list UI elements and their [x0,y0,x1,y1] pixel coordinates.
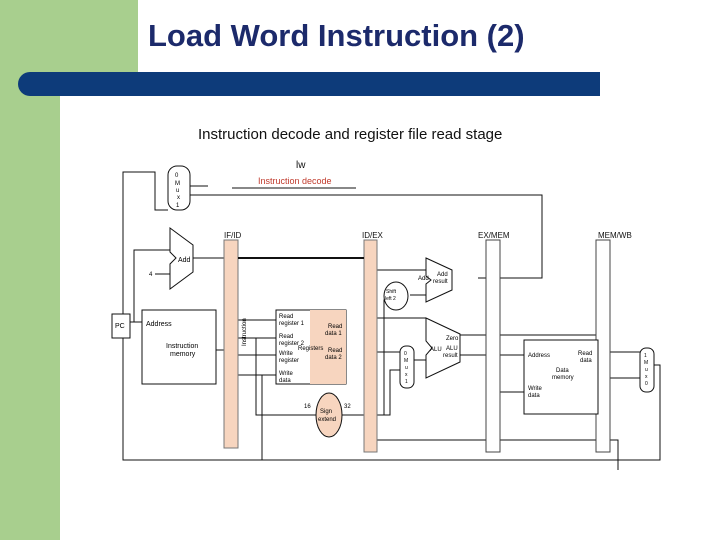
top-mux-m: M [175,181,180,187]
adder2-in-label: Add [418,276,429,282]
alu [425,317,461,379]
wire-imm-ex [377,369,400,416]
top-mux [167,165,191,211]
shift-l2: left 2 [385,296,396,302]
alu-result-l2: result [443,353,458,359]
adder2-out-l1: Add [437,272,448,278]
label-id-ex: ID/EX [362,231,384,240]
adder-pc-label: Add [178,257,191,264]
top-mux-in1: 1 [176,203,180,209]
pc-label: PC [115,323,125,330]
slide-subtitle: Instruction decode and register file rea… [198,126,503,143]
dmem-wd-l2: data [528,393,540,399]
dmem-read-l1: Read [578,351,592,357]
top-mux-in0: 0 [175,173,179,179]
instruction-memory [141,309,217,385]
rf-rr2-l2: register 2 [279,341,305,347]
pipeline-register-ex-mem [485,239,501,453]
dmem-wd-l1: Write [528,386,543,392]
dmem-name-l2: memory [552,375,574,381]
wire-branch-target [190,194,543,279]
shift-l1: Shift [386,289,397,295]
rf-wd-l1: Write [279,371,294,377]
imem-address-label: Address [146,321,172,328]
pc-register [111,313,131,339]
alu-mux-x: x [405,372,408,378]
pipeline-register-if-id [223,239,239,449]
alu-src-mux [399,345,415,389]
alu-mux-m: M [404,358,408,364]
rf-rd2-l2: data 2 [325,355,342,361]
imem-name-line2: memory [170,351,196,358]
imem-name-line1: Instruction [166,343,198,350]
rf-name: Registers [298,346,323,352]
alu-result-l1: ALU [446,346,458,352]
label-mem-wb: MEM/WB [598,231,632,240]
const-four-label: 4 [149,272,153,278]
wire-wb-data [261,374,276,460]
rf-rd1-l2: data 1 [325,331,342,337]
stage-lw-label: lw [296,160,306,171]
top-mux-u: u [176,188,179,194]
sign-extend-unit [315,392,343,438]
rf-rr1-l2: register 1 [279,321,305,327]
label-if-id: IF/ID [224,231,242,240]
wire-imm-in [255,338,316,416]
title-underline-bar [18,72,600,96]
rf-rr1-l1: Read [279,314,293,320]
sign-extend-l1: Sign [320,409,332,415]
wb-mux-u: u [645,367,648,373]
adder2-out-l2: result [433,279,448,285]
alu-mux-u: u [405,365,408,371]
instruction-label: Instruction [242,318,248,346]
wire-wb-reg [610,439,619,470]
pipeline-register-id-ex [363,239,378,453]
alu-name: ALU [430,347,442,353]
dmem-name-l1: Data [556,368,569,374]
wb-mux-in0: 1 [644,353,647,359]
rf-wd-l2: data [279,378,291,384]
label-ex-mem: EX/MEM [478,231,510,240]
rf-wr-l2: register [279,358,299,364]
write-back-mux [639,347,655,393]
sign-extend-in-width: 16 [304,404,311,410]
rf-wr-l1: Write [279,351,294,357]
dmem-read-l2: data [580,358,592,364]
wire-wb-loop [262,364,661,461]
rf-rr2-l1: Read [279,334,293,340]
wb-mux-m: M [644,360,648,366]
rf-rd1-l1: Read [328,324,342,330]
top-mux-x: x [177,195,180,201]
dmem-address: Address [528,353,550,359]
wire-pc-to-add [133,249,172,322]
adder-pc-plus-four [169,227,194,290]
wire-imm-shift [383,299,390,415]
sign-extend-out-width: 32 [344,404,351,410]
alu-zero: Zero [446,336,459,342]
shift-left-unit [383,281,409,311]
data-memory [523,339,599,415]
wb-mux-x: x [645,374,648,380]
slide-title: Load Word Instruction (2) [148,18,525,53]
rf-rd2-l1: Read [328,348,342,354]
wire-branch-loop [122,171,262,461]
adder-branch [425,257,453,303]
alu-mux-in0: 0 [404,351,407,357]
stage-name-label: Instruction decode [258,176,332,186]
alu-mux-in1: 1 [405,379,408,385]
wb-mux-in1: 0 [645,381,648,387]
register-file-highlight [310,310,346,384]
sign-extend-l2: extend [318,417,336,423]
